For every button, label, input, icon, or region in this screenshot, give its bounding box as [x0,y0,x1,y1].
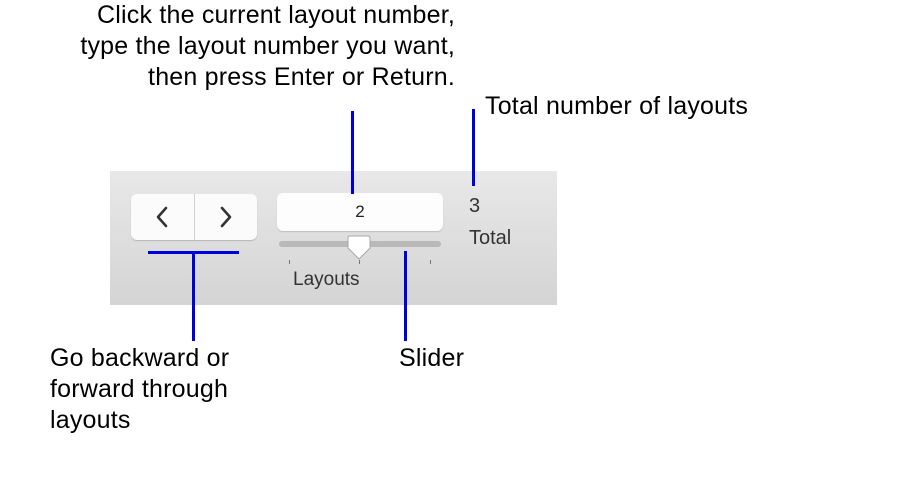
chevron-right-icon [220,206,232,228]
callout-nav-line-1: Go backward or [50,344,230,372]
callout-nav-line-3: layouts [50,406,131,434]
callout-line-3: then press Enter or Return. [148,63,455,91]
layout-toolbar: Layouts 3 Total [110,171,557,305]
total-label: Total [469,227,512,249]
callout-total: Total number of layouts [485,91,748,122]
slider-tick [289,260,290,264]
callout-nav-line-2: forward through [50,375,229,403]
layout-number-input[interactable] [277,193,443,231]
slider-tick [430,260,431,264]
slider-thumb[interactable] [347,235,371,261]
callout-line-slider [404,251,407,341]
callout-slider-text: Slider [399,344,465,372]
callout-total-text: Total number of layouts [485,92,749,120]
slider-caption: Layouts [293,269,360,290]
callout-slider: Slider [399,343,464,374]
callout-navigation: Go backward or forward through layouts [50,343,229,436]
forward-button[interactable] [193,194,258,240]
callout-layout-number: Click the current layout number, type th… [80,0,455,93]
callout-line-2: type the layout number you want, [80,32,455,60]
nav-button-group [131,194,257,240]
chevron-left-icon [156,206,168,228]
back-button[interactable] [131,194,194,240]
total-count: 3 [469,195,481,217]
callout-line-1: Click the current layout number, [97,1,455,29]
slider-tick [359,260,360,264]
callout-line-layout-number [351,111,354,194]
callout-line-total [472,109,475,186]
callout-line-nav [192,251,195,341]
